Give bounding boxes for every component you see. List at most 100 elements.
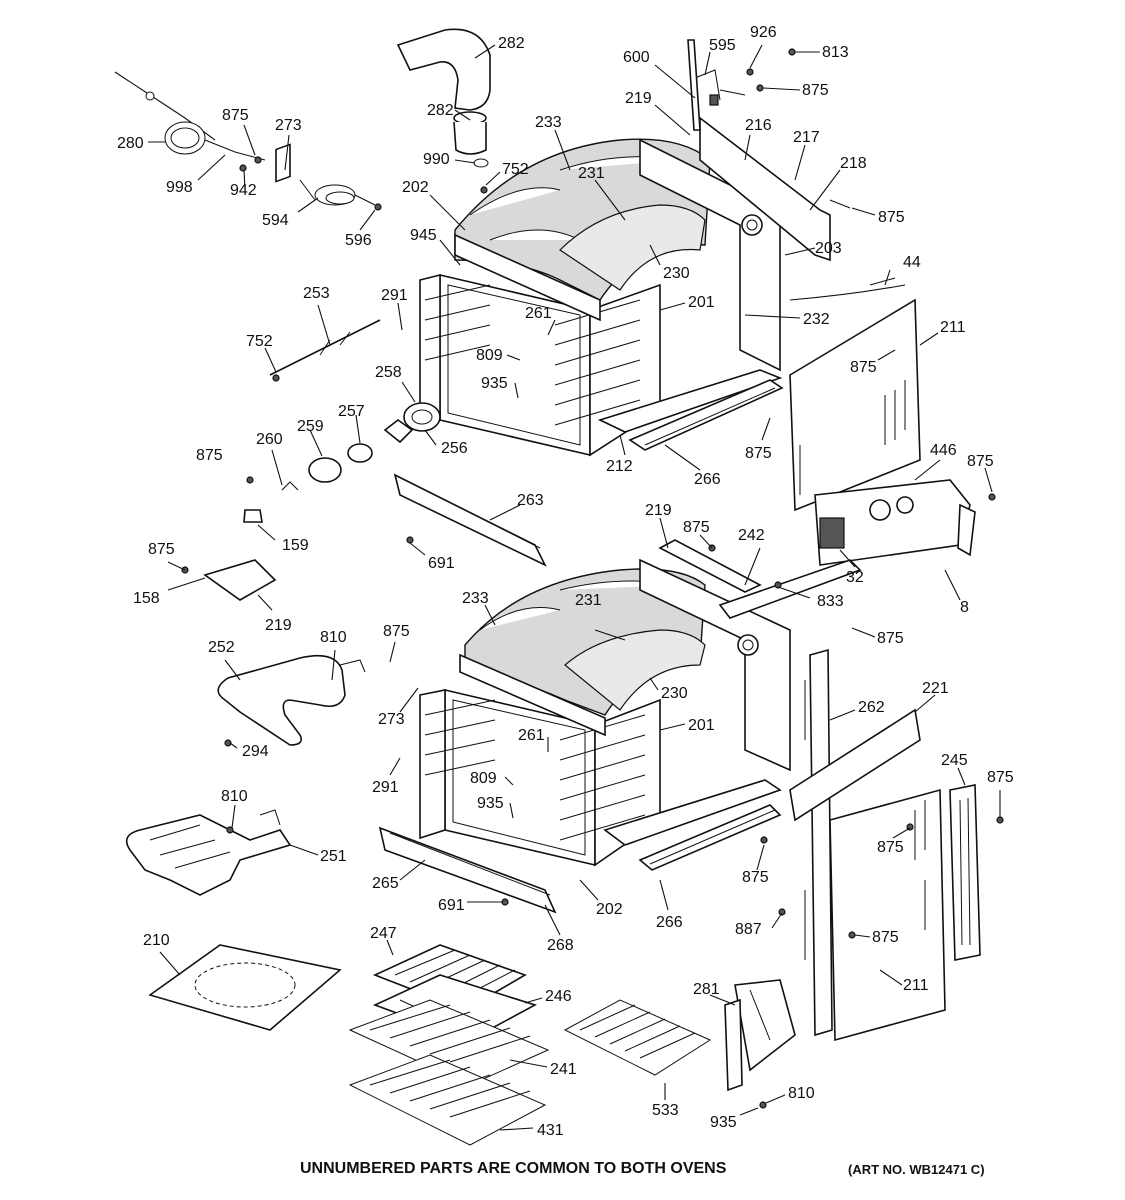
callout-label: 945 (410, 227, 437, 244)
callout-label: 257 (338, 403, 365, 420)
lower-right-panel (778, 708, 1004, 1042)
callout-label: 252 (208, 639, 235, 656)
callout-label: 875 (872, 929, 899, 946)
callout-label: 875 (802, 82, 829, 99)
callout-label: 159 (282, 537, 309, 554)
callout-label: 218 (840, 155, 867, 172)
callout-label: 231 (578, 165, 605, 182)
callout-label: 887 (735, 921, 762, 938)
callout-label: 810 (788, 1085, 815, 1102)
callout-label: 232 (803, 311, 830, 328)
callout-label: 875 (877, 839, 904, 856)
hinge-part (724, 979, 796, 1109)
callout-label: 210 (143, 932, 170, 949)
callout-label: 219 (625, 90, 652, 107)
lower-trim-rail-1 (393, 473, 547, 567)
callout-label: 230 (663, 265, 690, 282)
callout-label: 261 (525, 305, 552, 322)
callout-label: 875 (967, 453, 994, 470)
broiler-pan-part (372, 944, 538, 1041)
thermostat-bracket (181, 476, 277, 601)
callout-label: 533 (652, 1102, 679, 1119)
upper-rear-panel (789, 298, 921, 512)
callout-label: 201 (688, 294, 715, 311)
callout-label: 158 (133, 590, 160, 607)
callout-label: 809 (476, 347, 503, 364)
callout-label: 265 (372, 875, 399, 892)
broil-element-part (125, 809, 292, 896)
callout-label: 231 (575, 592, 602, 609)
callout-label: 875 (745, 445, 772, 462)
callout-label: 203 (815, 240, 842, 257)
callout-label: 596 (345, 232, 372, 249)
side-trim-strip (804, 648, 833, 1037)
callout-label: 256 (441, 440, 468, 457)
callout-label: 32 (846, 569, 864, 586)
lower-trim-rail-2 (378, 826, 557, 914)
callout-label: 251 (320, 848, 347, 865)
callout-label: 926 (750, 24, 777, 41)
callout-label: 201 (688, 717, 715, 734)
callout-label: 875 (878, 209, 905, 226)
callout-label: 242 (738, 527, 765, 544)
callout-label: 217 (793, 129, 820, 146)
callout-label: 263 (517, 492, 544, 509)
callout-label: 875 (196, 447, 223, 464)
callout-label: 212 (606, 458, 633, 475)
callout-label: 211 (940, 319, 966, 336)
callout-label: 935 (710, 1114, 737, 1131)
callout-label: 875 (850, 359, 877, 376)
callout-label: 44 (903, 254, 921, 271)
callout-label: 253 (303, 285, 330, 302)
broil-probe-rod (269, 319, 381, 382)
callout-label: 245 (941, 752, 968, 769)
upper-oven-cavity (419, 138, 783, 457)
callout-label: 291 (372, 779, 399, 796)
callout-label: 291 (381, 287, 408, 304)
callout-label: 813 (822, 44, 849, 61)
callout-label: 259 (297, 418, 324, 435)
callout-label: 935 (481, 375, 508, 392)
art-number: (ART NO. WB12471 C) (848, 1162, 985, 1177)
callout-label: 260 (256, 431, 283, 448)
callout-label: 8 (960, 599, 969, 616)
bake-element-part (217, 654, 366, 747)
callout-label: 935 (477, 795, 504, 812)
oven-rack-2 (348, 1054, 547, 1146)
oven-bottom-panel (148, 944, 342, 1031)
callout-label: 247 (370, 925, 397, 942)
callout-label: 875 (222, 107, 249, 124)
wire-harness-part (299, 179, 382, 211)
sensor-probe-part (114, 71, 291, 183)
callout-label: 594 (262, 212, 289, 229)
callout-label: 810 (320, 629, 347, 646)
callout-numbers: 282 282 990 752 233 231 202 945 230 201 … (117, 24, 1014, 1139)
callout-label: 446 (930, 442, 957, 459)
callout-label: 691 (438, 897, 465, 914)
vent-duct-part (396, 28, 491, 194)
callout-label: 600 (623, 49, 650, 66)
callout-label: 595 (709, 37, 736, 54)
callout-label: 246 (545, 988, 572, 1005)
callout-label: 282 (498, 35, 525, 52)
callout-label: 230 (661, 685, 688, 702)
lower-oven-cavity (419, 558, 791, 867)
callout-label: 282 (427, 102, 454, 119)
callout-label: 875 (383, 623, 410, 640)
callout-label: 833 (817, 593, 844, 610)
callout-label: 942 (230, 182, 257, 199)
mid-support-rail (658, 539, 862, 619)
callout-label: 431 (537, 1122, 564, 1139)
callout-label: 875 (683, 519, 710, 536)
callout-label: 273 (378, 711, 405, 728)
callout-label: 262 (858, 699, 885, 716)
callout-label: 294 (242, 743, 269, 760)
control-mount-bracket (814, 479, 996, 566)
callout-label: 216 (745, 117, 772, 134)
callout-label: 261 (518, 727, 545, 744)
callout-label: 691 (428, 555, 455, 572)
callout-label: 268 (547, 937, 574, 954)
callout-label: 273 (275, 117, 302, 134)
